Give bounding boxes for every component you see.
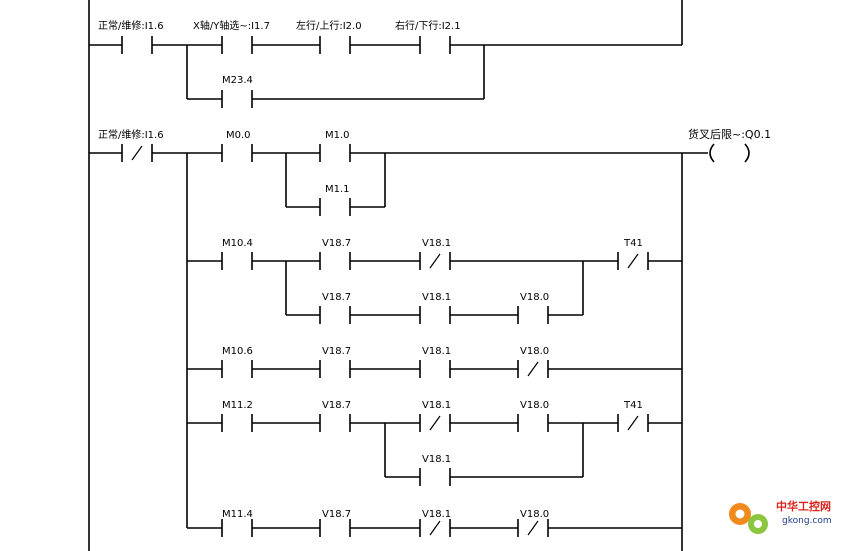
- contact-normal-open[interactable]: [419, 306, 451, 324]
- contact-normal-open[interactable]: [221, 360, 253, 378]
- contact-label: V18.1: [422, 238, 451, 249]
- contact-normal-closed[interactable]: [517, 360, 549, 378]
- contact-normal-open[interactable]: [319, 306, 351, 324]
- contact-normal-open[interactable]: [319, 519, 351, 537]
- contact-normal-open[interactable]: [319, 414, 351, 432]
- contact-normal-open[interactable]: [221, 414, 253, 432]
- contact-label: 正常/维修:I1.6: [98, 19, 164, 32]
- watermark-url: gkong.com: [782, 516, 832, 526]
- contact-normal-closed[interactable]: [517, 519, 549, 537]
- contact-normal-open[interactable]: [221, 90, 253, 108]
- contact-label: 左行/上行:I2.0: [296, 19, 362, 32]
- contact-label: M11.4: [222, 509, 253, 520]
- contact-normal-open[interactable]: [319, 198, 351, 216]
- contact-label: 右行/下行:I2.1: [395, 19, 461, 32]
- contact-normal-closed[interactable]: [419, 414, 451, 432]
- contact-normal-open[interactable]: [419, 36, 451, 54]
- contact-label: M23.4: [222, 75, 253, 86]
- contact-normal-open[interactable]: [221, 36, 253, 54]
- contact-label: V18.0: [520, 292, 549, 303]
- contact-normal-open[interactable]: [221, 519, 253, 537]
- gkong-watermark: 中华工控网 gkong.com: [729, 499, 832, 534]
- contact-normal-closed[interactable]: [121, 144, 153, 162]
- contact-normal-closed[interactable]: [419, 519, 451, 537]
- contact-normal-open[interactable]: [419, 360, 451, 378]
- contact-label: V18.7: [322, 400, 351, 411]
- contact-normal-open[interactable]: [221, 252, 253, 270]
- contact-normal-open[interactable]: [319, 360, 351, 378]
- contact-label: V18.1: [422, 509, 451, 520]
- contact-label: V18.1: [422, 346, 451, 357]
- contact-label: V18.1: [422, 454, 451, 465]
- contact-label: M10.4: [222, 238, 253, 249]
- contact-label: V18.7: [322, 238, 351, 249]
- contact-label: V18.7: [322, 292, 351, 303]
- contact-label: V18.0: [520, 400, 549, 411]
- contact-normal-closed[interactable]: [419, 252, 451, 270]
- contact-normal-open[interactable]: [121, 36, 153, 54]
- gear-icon: [729, 503, 768, 534]
- contact-label: T41: [623, 238, 643, 249]
- contact-label: V18.1: [422, 400, 451, 411]
- contact-label: M0.0: [226, 130, 251, 141]
- contact-label: V18.1: [422, 292, 451, 303]
- watermark-name: 中华工控网: [776, 499, 831, 513]
- contact-normal-open[interactable]: [221, 144, 253, 162]
- rung-2: 正常/维修:I1.6 货叉后限~:Q0.1 M0.0 M1.0 M1.1 M10…: [89, 127, 771, 537]
- contact-label: V18.7: [322, 346, 351, 357]
- contact-label: 正常/维修:I1.6: [98, 128, 164, 141]
- contact-normal-open[interactable]: [319, 252, 351, 270]
- contact-normal-closed[interactable]: [617, 414, 649, 432]
- contact-label: M10.6: [222, 346, 253, 357]
- contact-normal-closed[interactable]: [617, 252, 649, 270]
- contact-label: V18.0: [520, 509, 549, 520]
- contact-normal-open[interactable]: [517, 306, 549, 324]
- rung-1: 正常/维修:I1.6 X轴/Y轴选~:I1.7 左行/上行:I2.0 右行/下行…: [89, 19, 682, 108]
- contact-label: M1.1: [325, 184, 350, 195]
- contact-label: V18.0: [520, 346, 549, 357]
- coil-label: 货叉后限~:Q0.1: [688, 127, 771, 141]
- contact-label: T41: [623, 400, 643, 411]
- output-coil[interactable]: [709, 143, 750, 163]
- contact-label: V18.7: [322, 509, 351, 520]
- contact-normal-open[interactable]: [319, 144, 351, 162]
- contact-normal-open[interactable]: [319, 36, 351, 54]
- contact-normal-open[interactable]: [419, 468, 451, 486]
- contact-normal-open[interactable]: [517, 414, 549, 432]
- contact-label: X轴/Y轴选~:I1.7: [193, 19, 270, 32]
- contact-label: M11.2: [222, 400, 253, 411]
- contact-label: M1.0: [325, 130, 350, 141]
